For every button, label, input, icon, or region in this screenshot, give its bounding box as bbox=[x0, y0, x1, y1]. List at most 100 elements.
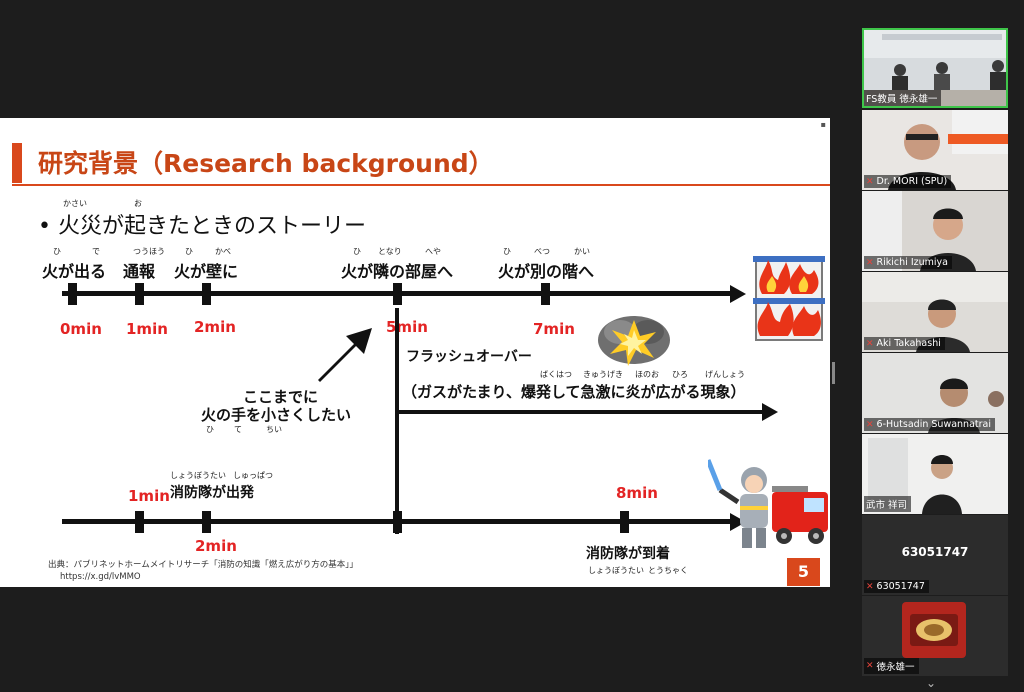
tick-2min bbox=[202, 283, 211, 305]
flashover-label: フラッシュオーバー bbox=[406, 349, 532, 365]
ruby: かい bbox=[574, 247, 590, 256]
flashover-description: （ガスがたまり、爆発して急激に炎が広がる現象） bbox=[402, 383, 746, 401]
flashover-arrow-line bbox=[398, 410, 764, 414]
slide-title: 研究背景（Research background） bbox=[38, 149, 494, 178]
participant-tile-aki[interactable]: ✕ Aki Takahashi bbox=[862, 272, 1008, 352]
firefighter-truck-icon bbox=[708, 459, 828, 548]
time-7min: 7min bbox=[533, 320, 575, 338]
time-1min: 1min bbox=[126, 320, 168, 338]
mic-muted-icon: ✕ bbox=[866, 257, 874, 268]
participant-name: FS教員 徳永雄一 bbox=[864, 90, 942, 106]
ruby: ほのお bbox=[635, 370, 659, 379]
corner-dot: ▪ bbox=[820, 120, 826, 129]
participant-tile-63051747[interactable]: 63051747 ✕ 63051747 bbox=[862, 515, 1008, 595]
participants-panel: FS教員 徳永雄一 ✕ Dr. MORI (SPU) ✕ Rikichi Iz bbox=[862, 28, 1008, 688]
participant-name: ✕ Rikichi Izumiya bbox=[864, 256, 952, 269]
shared-slide: ▪ 研究背景（Research background） かさい お • 火災が起… bbox=[0, 118, 830, 587]
event-other-floor: 火が別の階へ bbox=[498, 262, 595, 281]
burning-building-icon bbox=[753, 256, 825, 341]
participant-tile-tokunaga-fs[interactable]: FS教員 徳永雄一 bbox=[862, 28, 1008, 108]
tick-arrive bbox=[620, 511, 629, 533]
dispatch-label: 消防隊が出発 bbox=[170, 485, 254, 501]
ruby: ひ bbox=[185, 247, 193, 256]
ruby: しょうぼうたい bbox=[588, 566, 644, 575]
tick-dispatch bbox=[135, 511, 144, 533]
participant-name: ✕ Dr. MORI (SPU) bbox=[864, 175, 952, 188]
explosion-icon bbox=[598, 316, 670, 366]
ruby: ひ bbox=[206, 425, 214, 434]
tick-1min bbox=[135, 283, 144, 305]
participant-name: ✕ Aki Takahashi bbox=[864, 337, 945, 350]
participant-name-text: Rikichi Izumiya bbox=[876, 257, 948, 268]
ruby: ひ bbox=[53, 247, 61, 256]
participant-display-name: 63051747 bbox=[901, 545, 969, 559]
participant-name-text: 徳永雄一 bbox=[876, 662, 915, 673]
ruby-o: お bbox=[134, 199, 142, 208]
source-link[interactable]: https://x.gd/lvMMO bbox=[60, 572, 141, 582]
connector-5min bbox=[395, 308, 399, 534]
ruby: とうちゃく bbox=[648, 566, 688, 575]
chevron-down-icon[interactable]: ⌄ bbox=[926, 676, 937, 690]
mic-muted-icon: ✕ bbox=[866, 419, 874, 430]
mic-muted-icon: ✕ bbox=[866, 581, 874, 592]
participant-name-text: 武市 祥司 bbox=[866, 500, 908, 511]
participant-name-text: FS教員 徳永雄一 bbox=[866, 94, 938, 105]
participant-name-text: 6-Hutsadin Suwannatrai bbox=[876, 419, 991, 430]
mic-muted-icon: ✕ bbox=[866, 661, 874, 671]
ruby: ひ bbox=[353, 247, 361, 256]
ruby: で bbox=[92, 247, 100, 256]
arrive-label: 消防隊が到着 bbox=[586, 546, 670, 562]
ruby-kasai: かさい bbox=[63, 199, 87, 208]
ruby: きゅうげき bbox=[583, 370, 623, 379]
participant-name-text: 63051747 bbox=[876, 581, 925, 592]
participant-tile-dr-mori[interactable]: ✕ Dr. MORI (SPU) bbox=[862, 110, 1008, 190]
goal-line-2: 火の手を小さくしたい bbox=[201, 406, 352, 424]
ruby: しゅっぱつ bbox=[233, 471, 273, 480]
participant-tile-hutsadin[interactable]: ✕ 6-Hutsadin Suwannatrai bbox=[862, 353, 1008, 433]
participant-tile-rikichi[interactable]: ✕ Rikichi Izumiya bbox=[862, 191, 1008, 271]
time-0min: 0min bbox=[60, 320, 102, 338]
tick-dispatch-end bbox=[202, 511, 211, 533]
tick-5min bbox=[393, 283, 402, 305]
source-line-1: 出典：パブリネットホームメイトリサーチ「消防の知識「燃え広がり方の基本」」 bbox=[48, 560, 358, 570]
participant-name: ✕ 6-Hutsadin Suwannatrai bbox=[864, 418, 995, 431]
ruby: ちい bbox=[266, 425, 282, 434]
source-citation: 出典：パブリネットホームメイトリサーチ「消防の知識「燃え広がり方の基本」」 ht… bbox=[48, 559, 358, 583]
ruby: べつ bbox=[534, 247, 550, 256]
participant-name-text: Dr. MORI (SPU) bbox=[876, 176, 948, 187]
goal-line-1: ここまでに bbox=[243, 388, 319, 406]
fire-timeline-arrow bbox=[730, 285, 746, 303]
time-5min: 5min bbox=[386, 318, 428, 336]
tick-7min bbox=[541, 283, 550, 305]
mic-muted-icon: ✕ bbox=[866, 176, 874, 187]
title-rule bbox=[12, 184, 830, 186]
tick-0min bbox=[68, 283, 77, 305]
ruby: ひろ bbox=[672, 370, 688, 379]
ruby: となり bbox=[378, 247, 402, 256]
time-dispatch-2min: 2min bbox=[195, 537, 237, 555]
page-number: 5 bbox=[787, 558, 820, 586]
event-next-room: 火が隣の部屋へ bbox=[341, 262, 454, 281]
ruby: ひ bbox=[503, 247, 511, 256]
ruby: かべ bbox=[215, 247, 231, 256]
event-report: 通報 bbox=[123, 262, 156, 281]
participant-tile-takeichi[interactable]: 武市 祥司 bbox=[862, 434, 1008, 514]
participant-tile-tokunaga[interactable]: ✕ 徳永雄一 bbox=[862, 596, 1008, 676]
time-2min: 2min bbox=[194, 318, 236, 336]
ruby: て bbox=[234, 425, 242, 434]
ruby: しょうぼうたい bbox=[170, 471, 226, 480]
ruby: へや bbox=[425, 247, 441, 256]
participant-name: ✕ 徳永雄一 bbox=[864, 658, 919, 674]
title-accent-bar bbox=[12, 143, 22, 183]
resize-handle[interactable] bbox=[832, 362, 835, 384]
mic-muted-icon: ✕ bbox=[866, 338, 874, 349]
tick-5min-bottom bbox=[393, 511, 402, 533]
participant-name-text: Aki Takahashi bbox=[876, 338, 941, 349]
ruby: げんしょう bbox=[705, 370, 745, 379]
ruby: ばくはつ bbox=[540, 370, 572, 379]
event-fire-wall: 火が壁に bbox=[174, 262, 239, 281]
time-dispatch-1min: 1min bbox=[128, 487, 170, 505]
flashover-arrow-head bbox=[762, 403, 778, 421]
ruby: つうほう bbox=[133, 247, 165, 256]
avatar bbox=[902, 602, 966, 658]
